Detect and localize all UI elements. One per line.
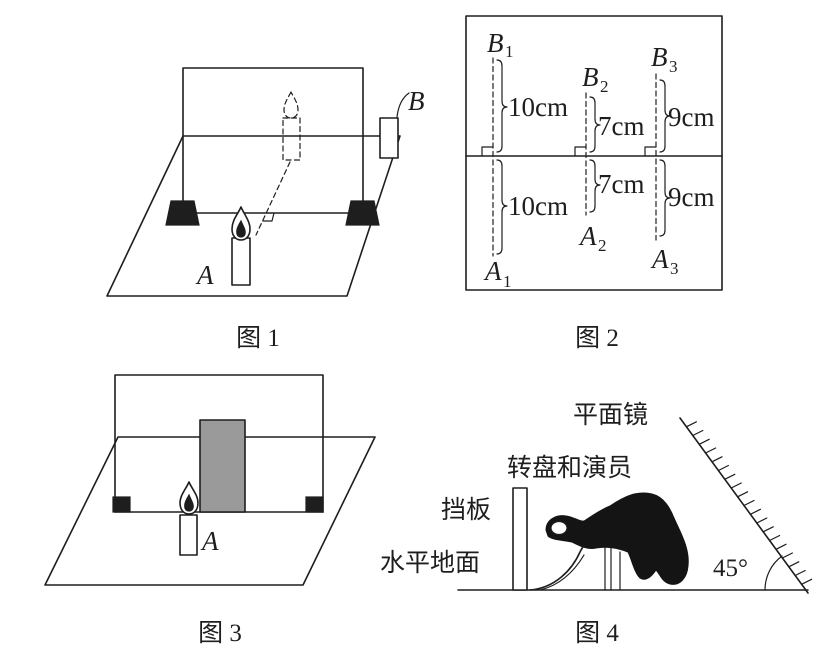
point-a2-subscript: 2	[598, 236, 607, 255]
point-b1-subscript: 1	[505, 42, 514, 61]
mirror-hatch-line	[749, 508, 762, 515]
mirror-hatch-line	[756, 517, 768, 524]
point-a3-letter: A	[650, 244, 669, 274]
figure-1: A B 图 1	[106, 67, 425, 352]
mirror-hatch-line	[794, 569, 806, 577]
candle-a	[231, 237, 251, 286]
point-a2-letter: A	[578, 221, 597, 251]
glass-plate	[114, 374, 324, 513]
distance-bottom-3: 9cm	[668, 182, 715, 212]
brace-top-3	[659, 79, 671, 153]
distance-bottom-1: 10cm	[508, 191, 568, 221]
performer-silhouette	[545, 492, 689, 585]
mirror-hatch-line	[762, 526, 774, 533]
mirror-hatch-line	[685, 421, 698, 428]
candle-b	[379, 117, 399, 159]
mirror-hatch-line	[698, 438, 710, 445]
point-a1-subscript: 1	[503, 272, 512, 291]
mirror-hatch-line	[736, 491, 749, 498]
candle-a-label: A	[200, 526, 219, 556]
turntable-label: 转盘和演员	[507, 453, 632, 482]
opaque-board	[199, 419, 246, 513]
distance-top-1: 10cm	[508, 92, 568, 122]
glass-plate	[182, 67, 364, 206]
performer-face	[550, 520, 568, 536]
figure-2: 10cm 10cm B 1 A 1 7cm 7cm B 2 A 2 9cm 9c…	[465, 15, 723, 352]
mirror-label: 平面镜	[573, 400, 648, 429]
distance-top-2: 7cm	[598, 111, 645, 141]
brace-top-1	[496, 59, 508, 153]
right-angle-marker-1	[481, 146, 494, 157]
mirror-hatching	[685, 421, 813, 585]
candle-a-inner-flame	[184, 493, 194, 512]
angle-label: 45°	[713, 555, 748, 582]
mirror-hatch-line	[704, 447, 717, 454]
virtual-candle	[282, 117, 301, 161]
virtual-flame	[283, 91, 299, 119]
distance-bottom-2: 7cm	[598, 169, 645, 199]
point-b1-letter: B	[487, 28, 504, 58]
glass-stand-right	[305, 496, 324, 513]
point-b2-letter: B	[582, 62, 599, 92]
point-b2-subscript: 2	[600, 77, 609, 96]
candle-a-label: A	[195, 260, 214, 290]
mirror-hatch-line	[800, 578, 813, 585]
glass-stand-left	[112, 496, 131, 513]
baffle-label: 挡板	[441, 495, 491, 524]
candle-a-inner-flame	[236, 219, 246, 238]
figure-4-caption: 图 4	[575, 620, 619, 647]
image-connecting-line	[255, 161, 291, 236]
record-paper	[465, 15, 723, 291]
figure-3: A 图 3	[44, 374, 376, 647]
right-angle-marker	[262, 212, 275, 222]
candle-a	[179, 514, 198, 556]
right-angle-marker-3	[644, 146, 657, 157]
point-b3-subscript: 3	[669, 57, 678, 76]
mirror-hatch-line	[743, 499, 755, 507]
figure-3-caption: 图 3	[198, 620, 242, 647]
right-angle-marker-2	[574, 146, 587, 157]
point-a3-subscript: 3	[670, 259, 679, 278]
mirror-hatch-line	[788, 561, 800, 568]
candle-b-label: B	[408, 86, 425, 116]
brace-bottom-1	[496, 159, 508, 255]
brace-bottom-3	[659, 159, 671, 237]
ground-label: 水平地面	[380, 548, 480, 577]
glass-stand-left	[165, 200, 200, 226]
mirror-hatch-line	[724, 473, 736, 480]
distance-top-3: 9cm	[668, 102, 715, 132]
mirror-hatch-line	[781, 552, 794, 559]
brace-bottom-2	[589, 159, 601, 213]
angle-arc	[764, 555, 783, 591]
mirror-hatch-line	[775, 543, 787, 550]
point-a1-letter: A	[483, 256, 502, 286]
figure-2-caption: 图 2	[575, 325, 619, 352]
turntable-ramp-inner	[539, 554, 585, 591]
mirror-hatch-line	[711, 456, 723, 463]
candle-b-leader	[396, 92, 410, 118]
mirror-hatch-line	[730, 482, 742, 489]
table-plane	[106, 135, 401, 297]
mirror-hatch-line	[692, 429, 704, 437]
figure-1-caption: 图 1	[236, 325, 280, 352]
mirror-hatch-line	[768, 534, 781, 542]
brace-top-2	[589, 96, 601, 153]
table-plane	[44, 436, 376, 586]
mirror-hatch-line	[717, 464, 730, 472]
point-b3-letter: B	[651, 42, 668, 72]
figure-4: 45° 平面镜 转盘和演员 挡板 水平地面 图 4	[380, 400, 813, 647]
glass-stand-right	[345, 200, 380, 226]
baffle-board	[512, 487, 528, 591]
